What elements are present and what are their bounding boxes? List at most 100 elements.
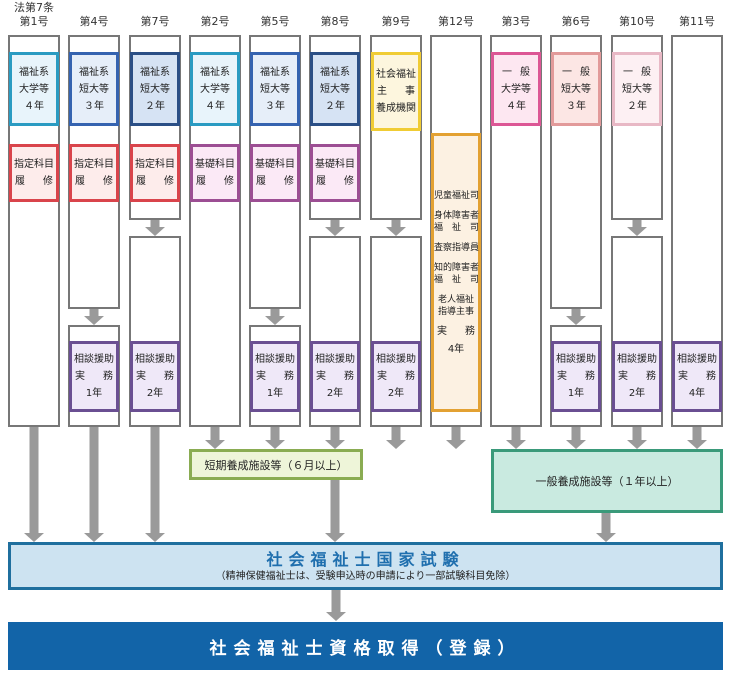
box-text: 実	[316, 371, 326, 382]
box-text: 履	[15, 176, 25, 187]
box-text: 大学等	[200, 83, 230, 95]
box-text: 務	[646, 371, 656, 382]
job-title: 福 祉 司	[434, 274, 480, 285]
box-text: 2年	[387, 388, 405, 399]
result-title: 社会福祉士資格取得（登録）	[209, 638, 522, 659]
consultation-practice-box: 相談援助 実務 1年	[69, 341, 119, 412]
consultation-practice-box: 相談援助 実務 2年	[130, 341, 180, 412]
box-text: 一	[502, 66, 512, 78]
box-text: 般	[641, 66, 651, 78]
down-arrow-icon	[686, 427, 708, 449]
box-text: 2年	[146, 388, 164, 399]
down-arrow-icon	[324, 427, 346, 449]
consultation-practice-box: 相談援助 実務 2年	[612, 341, 662, 412]
down-arrow-icon	[505, 427, 527, 449]
general-junior-college-2yr-box: 一般 短大等 ２年	[612, 52, 662, 126]
column-header: 第10号	[619, 15, 655, 28]
box-text: 般	[520, 66, 530, 78]
box-text: 社会福祉	[376, 69, 416, 80]
box-text: ２年	[325, 100, 345, 112]
column-header: 第4号	[79, 15, 109, 28]
box-text: 大学等	[501, 83, 531, 95]
column-header: 第6号	[561, 15, 591, 28]
down-arrow-icon	[626, 427, 648, 449]
box-text: 実	[377, 371, 387, 382]
box-text: 履	[316, 176, 326, 187]
box-text: ４年	[24, 100, 44, 112]
welfare-university-4yr-box: 福祉系 大学等 ４年	[9, 52, 59, 126]
box-text: 指定科目	[74, 159, 114, 170]
box-text: 相談援助	[376, 354, 416, 365]
box-text: 修	[43, 176, 53, 187]
general-training-facility-box: 一般養成施設等（１年以上）	[491, 449, 723, 513]
column-header: 第8号	[320, 15, 350, 28]
box-text: ３年	[265, 100, 285, 112]
box-text: 実	[678, 371, 688, 382]
welfare-junior-college-3yr-box: 福祉系 短大等 ３年	[69, 52, 119, 126]
down-arrow-icon	[144, 220, 166, 236]
box-text: 短大等	[622, 83, 652, 95]
down-arrow-icon	[83, 309, 105, 325]
consultation-practice-box: 相談援助 実務 1年	[250, 341, 300, 412]
consultation-practice-box: 相談援助 実務 2年	[310, 341, 360, 412]
job-title: 査察指導員	[434, 242, 480, 253]
box-text: 指定科目	[135, 159, 175, 170]
box-text: ４年	[506, 100, 526, 112]
box-text: 指定科目	[14, 159, 54, 170]
job-title: 福 祉 司	[434, 222, 480, 233]
column-header: 第1号	[19, 15, 49, 28]
social-welfare-officer-training-box: 社会福祉 主事 養成機関	[371, 52, 421, 131]
welfare-junior-college-2yr-box: 福祉系 短大等 ２年	[310, 52, 360, 126]
down-arrow-icon	[385, 427, 407, 449]
box-text: 般	[580, 66, 590, 78]
welfare-junior-college-3yr-box: 福祉系 短大等 ３年	[250, 52, 300, 126]
box-text: 基礎科目	[255, 159, 295, 170]
box-text: 基礎科目	[315, 159, 355, 170]
box-text: 4年	[688, 388, 706, 399]
designated-courses-box: 指定科目 履修	[69, 144, 119, 202]
box-text: ２年	[627, 100, 647, 112]
column-header: 第2号	[200, 15, 230, 28]
box-text: 修	[224, 176, 234, 187]
box-text: 相談援助	[617, 354, 657, 365]
down-arrow-icon	[565, 309, 587, 325]
welfare-university-4yr-box: 福祉系 大学等 ４年	[190, 52, 240, 126]
box-text: 基礎科目	[195, 159, 235, 170]
welfare-junior-college-2yr-box: 福祉系 短大等 ２年	[130, 52, 180, 126]
box-text: 修	[103, 176, 113, 187]
box-text: 大学等	[19, 83, 49, 95]
box-text: 福祉系	[79, 66, 109, 78]
job-title: 身体障害者	[434, 210, 480, 221]
exam-title: 社会福祉士国家試験	[266, 549, 465, 569]
box-text: 2年	[326, 388, 344, 399]
box-text: 履	[136, 176, 146, 187]
down-arrow-icon	[325, 590, 347, 621]
box-text: 実	[618, 371, 628, 382]
box-text: 一	[562, 66, 572, 78]
box-text: 履	[256, 176, 266, 187]
job-title: 老人福祉	[437, 294, 474, 305]
box-text: 実	[437, 325, 447, 337]
box-text: 務	[465, 325, 475, 337]
consultation-practice-box: 相談援助 実 務 2年	[371, 341, 421, 412]
box-text: 短大等	[140, 83, 170, 95]
national-exam-box: 社会福祉士国家試験 （精神保健福祉士は、受験申込時の申請により一部試験科目免除）	[8, 542, 723, 590]
box-text: ４年	[205, 100, 225, 112]
box-text: 一	[623, 66, 633, 78]
short-term-training-facility-box: 短期養成施設等（６月以上）	[189, 449, 363, 480]
box-text: 修	[284, 176, 294, 187]
box-text: 修	[164, 176, 174, 187]
down-arrow-icon	[565, 427, 587, 449]
column-header: 第7号	[140, 15, 170, 28]
down-arrow-icon	[385, 220, 407, 236]
box-text: 短大等	[320, 83, 350, 95]
box-text: 福祉系	[320, 66, 350, 78]
box-text: 福祉系	[260, 66, 290, 78]
job-title: 知的障害者	[434, 262, 480, 273]
job-experience-box: 児童福祉司 身体障害者 福 祉 司 査察指導員 知的障害者 福 祉 司 老人福祉…	[431, 133, 481, 412]
down-arrow-icon	[324, 220, 346, 236]
column-header: 第9号	[381, 15, 411, 28]
box-text: 務	[405, 371, 415, 382]
box-text: 履	[196, 176, 206, 187]
box-text: 実	[136, 371, 146, 382]
